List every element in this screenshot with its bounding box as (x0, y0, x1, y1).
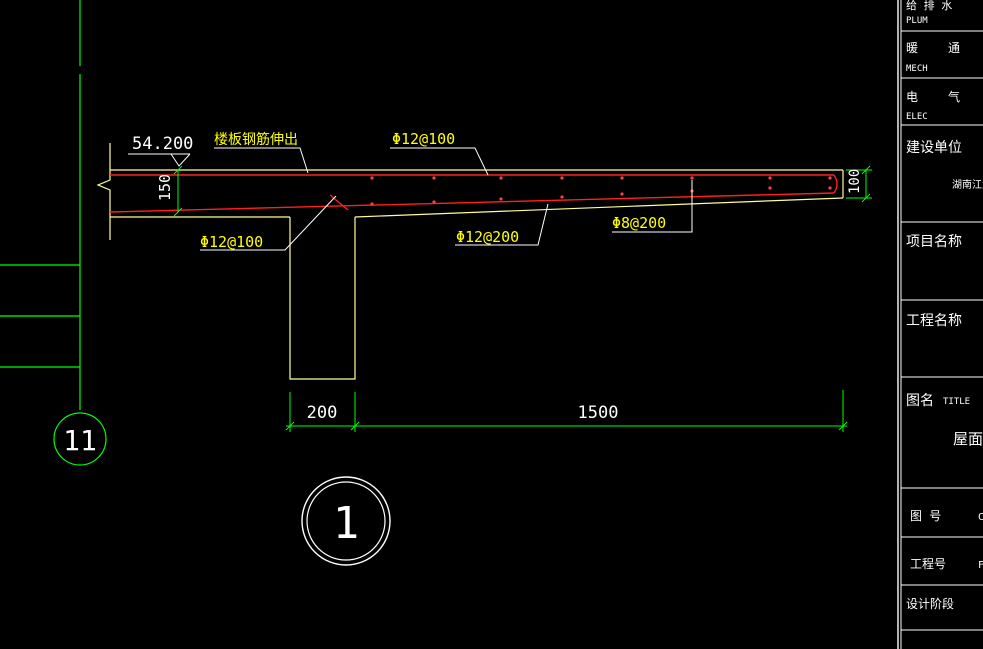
rebar-group (109, 174, 838, 213)
plum-en: PLUM (906, 16, 928, 26)
note-slab-rebar: 楼板钢筋伸出 (214, 131, 298, 148)
thickness-dimensions: 150 100 (156, 165, 872, 217)
elevation-text: 54.200 (132, 134, 193, 154)
drawing-title-value: 屋面结 (953, 430, 983, 448)
axis-label: 11 (63, 424, 97, 457)
leader-slab-note (214, 147, 309, 174)
rebar-dot (690, 176, 694, 180)
rebar-dot (828, 176, 832, 180)
tick (285, 421, 295, 431)
tick (861, 193, 871, 203)
axis-bubble (53, 412, 107, 466)
label-rebar-dist: Φ8@200 (612, 214, 666, 232)
rebar-dot (620, 176, 624, 180)
slab-soffit-right (354, 197, 844, 218)
item-name-label: 项目名称 (906, 234, 962, 250)
drawing-no-label: 图 号 (910, 509, 941, 523)
tick (350, 421, 360, 431)
tick (173, 207, 183, 217)
rebar-dot (432, 176, 436, 180)
drawing-no-value: C (978, 512, 983, 523)
rebar-dot (828, 186, 832, 190)
drawing-title-en: TITLE (943, 397, 970, 407)
rebar-dot (499, 197, 503, 201)
client-label: 建设单位 (906, 140, 962, 156)
elec-cn-2: 气 (948, 89, 960, 104)
rebar-dot (432, 200, 436, 204)
rebar-dot (768, 176, 772, 180)
rebar-dot (370, 202, 374, 206)
elevation-marker: 54.200 (128, 134, 193, 167)
detail-circle-inner (306, 481, 386, 561)
annotations: 楼板钢筋伸出 Φ12@100 Φ12@100 Φ12@200 Φ8@200 (200, 130, 693, 251)
job-no-value: F (978, 560, 983, 571)
title-block: 给 排 水 PLUM 暖 通 MECH 电 气 ELEC 建设单位 湖南江湘 项… (897, 0, 983, 649)
rebar-dot (560, 176, 564, 180)
detail-circle-outer (301, 476, 391, 566)
drawing-title-label: 图名 (906, 393, 934, 409)
bottom-dimensions: 200 1500 (285, 390, 848, 432)
project-name-label: 工程名称 (906, 313, 962, 329)
label-rebar-left: Φ12@100 (200, 233, 263, 251)
detail-number: 1 (333, 498, 360, 549)
beam-outline (289, 217, 356, 380)
mech-cn-2: 通 (948, 41, 960, 55)
design-stage-label: 设计阶段 (906, 596, 954, 611)
dim-cantilever: 1500 (578, 403, 619, 423)
rebar-dot (620, 192, 624, 196)
mech-en: MECH (906, 64, 928, 74)
rebar-hook (833, 174, 838, 194)
client-value: 湖南江湘 (952, 178, 983, 191)
tick (861, 165, 871, 175)
elec-en: ELEC (906, 112, 928, 122)
leader-rebar-bottom (455, 203, 549, 246)
detail-marker: 1 (301, 476, 391, 566)
slab-thickness-text: 150 (156, 174, 174, 201)
rebar-dots (370, 176, 832, 206)
rebar-bent-bar (329, 194, 349, 211)
rebar-dot (499, 176, 503, 180)
edge-thickness-text: 100 (847, 169, 863, 194)
label-rebar-bottom: Φ12@200 (456, 228, 519, 246)
break-line (96, 143, 111, 240)
elec-cn-1: 电 (906, 90, 918, 104)
slab-section (96, 143, 844, 380)
axis-grid: 11 (0, 0, 107, 466)
elevation-triangle (170, 153, 191, 167)
dim-beam-width: 200 (307, 403, 338, 423)
label-rebar-top: Φ12@100 (392, 130, 455, 148)
rebar-dot (768, 186, 772, 190)
rebar-dot (560, 195, 564, 199)
rebar-dot (370, 176, 374, 180)
leader-rebar-left (200, 195, 337, 251)
tick (838, 421, 848, 431)
leader-rebar-top (390, 147, 489, 176)
plum-cn: 给 排 水 (906, 0, 952, 12)
tick (173, 165, 183, 175)
mech-cn-1: 暖 (906, 41, 918, 55)
bottom-rebar-line (109, 192, 835, 213)
job-no-label: 工程号 (910, 556, 946, 571)
leader-rebar-dist (612, 180, 693, 233)
